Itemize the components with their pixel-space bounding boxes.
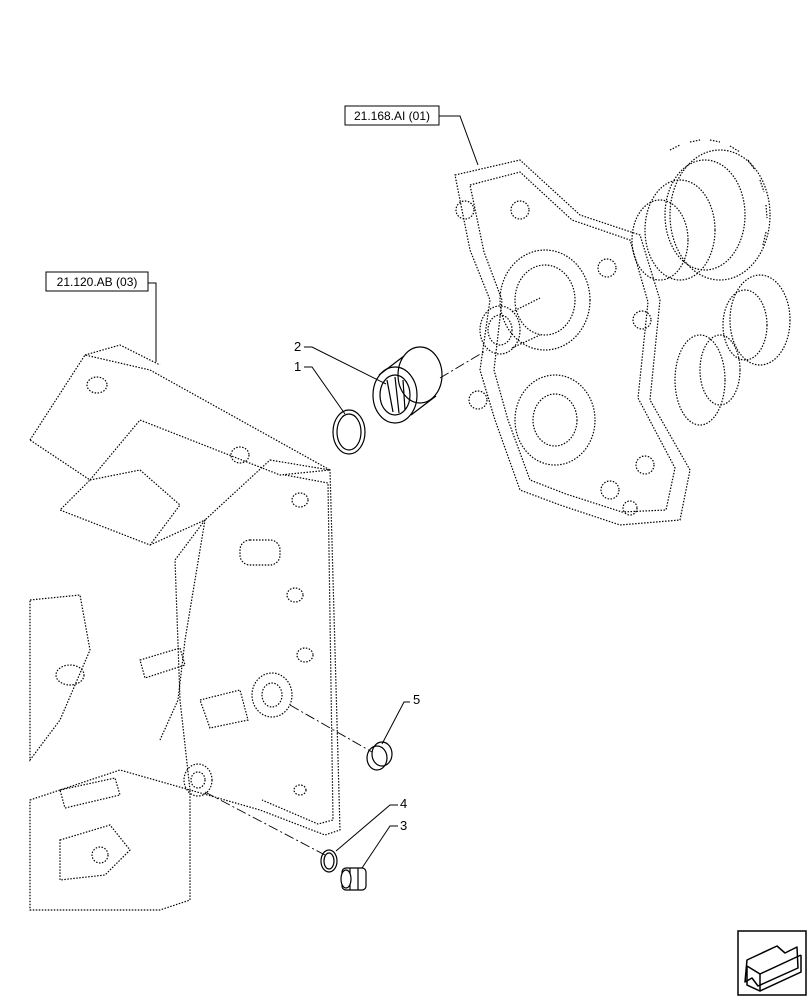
callout-1-number: 1 (294, 359, 301, 374)
callout-3-number: 3 (400, 818, 407, 833)
callout-1[interactable]: 1 (294, 359, 346, 415)
callout-2[interactable]: 2 (294, 339, 387, 385)
callout-2-number: 2 (294, 339, 301, 354)
callout-4[interactable]: 4 (335, 796, 407, 852)
sealing-plug-part-5[interactable] (366, 741, 393, 771)
reference-label-top[interactable]: 21.168.AI (01) (344, 105, 479, 166)
assembly-axis-lines (204, 349, 488, 856)
reference-label-left-text: 21.120.AB (03) (57, 275, 138, 289)
reference-label-top-text: 21.168.AI (01) (354, 109, 430, 123)
callout-5[interactable]: 5 (381, 692, 420, 745)
plug-screw-part-3[interactable] (340, 867, 367, 891)
callout-3[interactable]: 3 (361, 818, 407, 869)
reference-label-left[interactable]: 21.120.AB (03) (45, 271, 157, 362)
washer-part-4[interactable] (320, 849, 338, 873)
previous-page-arrow-icon[interactable] (737, 930, 807, 996)
left-housing-casting (29, 344, 341, 911)
callout-4-number: 4 (400, 796, 407, 811)
snap-ring-part-1[interactable] (332, 409, 366, 455)
gearbox-assembly (454, 139, 791, 526)
callout-5-number: 5 (413, 692, 420, 707)
needle-bearing-part-2[interactable] (372, 346, 443, 424)
